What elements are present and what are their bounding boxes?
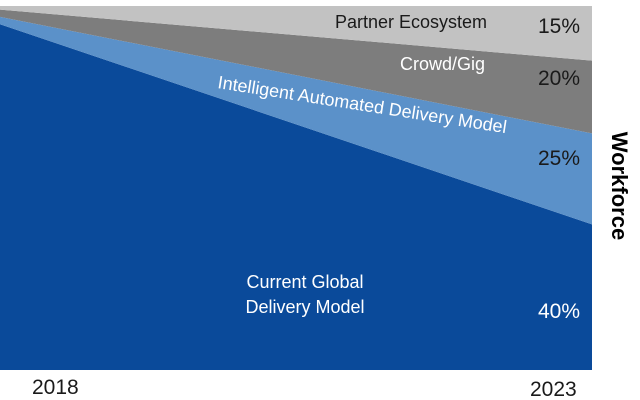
value-label-3: 15% — [538, 15, 580, 38]
series-label-3: Partner Ecosystem — [335, 12, 487, 32]
area-band-0 — [0, 24, 592, 370]
area-band-3 — [0, 6, 592, 61]
series-label-2: Crowd/Gig — [400, 54, 485, 74]
value-label-0: 40% — [538, 300, 580, 323]
area-band-1 — [0, 16, 592, 225]
y-axis-label: Workforce — [607, 132, 632, 240]
value-label-1: 25% — [538, 147, 580, 170]
area-band-2 — [0, 9, 592, 134]
x-tick-label-1: 2023 — [530, 378, 577, 400]
series-label-0-line-1: Delivery Model — [245, 297, 364, 317]
value-label-2: 20% — [538, 67, 580, 90]
series-label-0-line-0: Current Global — [246, 272, 363, 292]
x-tick-label-0: 2018 — [32, 376, 79, 399]
